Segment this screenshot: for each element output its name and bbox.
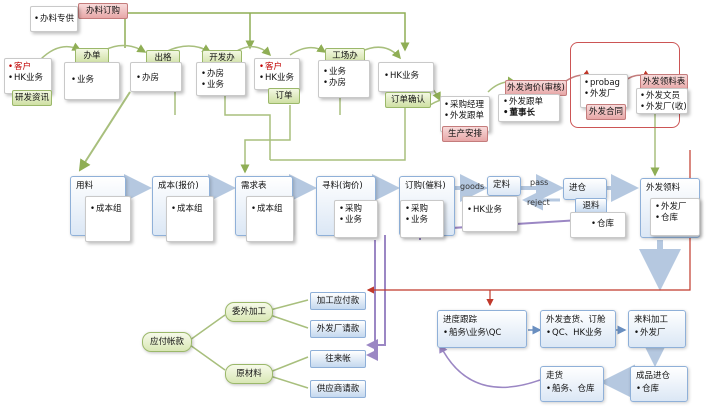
outsource-factory-item: 外发厂: [655, 202, 699, 213]
cost-group-item: 成本组: [90, 204, 130, 215]
chairman-item: 董事长: [503, 108, 559, 119]
order-purchase-note: 采购 业务: [400, 200, 444, 238]
office-supply-note: 办料专供: [30, 6, 78, 32]
cost-group-item: 成本组: [171, 204, 213, 215]
shipment-box[interactable]: 走货 船务、仓库: [540, 366, 604, 402]
production-plan-tag[interactable]: 生产安排: [442, 126, 488, 142]
materials-title: 用料: [76, 181, 94, 191]
outsource-processing-node[interactable]: 委外加工: [225, 302, 273, 322]
sourcing-title: 寻料(询价): [322, 181, 363, 191]
cost-quote-note: 成本组: [166, 196, 214, 242]
accounts-payable-node[interactable]: 应付帐款: [142, 332, 192, 352]
business-item: 业务: [339, 215, 377, 226]
outsource-clerk-item: 外发文员: [640, 91, 687, 102]
dev-info-tag[interactable]: 研发资讯: [12, 90, 52, 106]
outsource-followup-item: 外发跟单: [444, 111, 489, 122]
raw-material-node[interactable]: 原材料: [225, 364, 273, 384]
office-order-note: 业务: [64, 62, 120, 100]
goods-label: goods: [460, 182, 485, 191]
warehouse-in-title: 进仓: [569, 183, 587, 193]
current-account-tag[interactable]: 往来帐: [310, 350, 366, 368]
customer-item: 客户: [8, 62, 51, 73]
warehouse-item: 仓库: [655, 213, 699, 224]
outsource-check-title: 外发查货、订舱: [546, 315, 606, 325]
finished-in-title: 成品进仓: [636, 371, 671, 381]
office-item: 办房: [323, 78, 369, 89]
outsource-material-table-note: 外发文员 外发厂(收): [636, 88, 688, 114]
purchase-manager-item: 采购经理: [444, 100, 489, 111]
outsource-processing-label: 委外加工: [231, 307, 266, 317]
customer-note-a: 客户 HK业务: [4, 58, 52, 94]
incoming-process-title: 来料加工: [634, 315, 669, 325]
outsource-factory-recv-item: 外发厂(收): [640, 102, 687, 113]
accounts-payable-label: 应付帐款: [149, 337, 184, 347]
out-pattern-note: 办房: [130, 62, 182, 92]
outsource-contract-tag[interactable]: 外发合同: [586, 104, 626, 120]
hk-business-note: HK业务: [378, 62, 434, 92]
warehouse-item: 仓库: [591, 219, 625, 230]
outsource-check-sub: QC、HK业务: [546, 328, 615, 339]
pass-label: pass: [530, 178, 549, 187]
demand-table-note: 成本组: [246, 196, 294, 242]
raw-material-label: 原材料: [236, 369, 262, 379]
outsource-pick-note: 外发厂 仓库: [650, 198, 700, 236]
business-item: 业务: [201, 80, 245, 91]
probag-item: probag: [584, 78, 627, 89]
purchase-item: 采购: [339, 204, 377, 215]
office-item: 办房: [136, 73, 181, 84]
outsource-factory-item: 外发厂: [584, 89, 627, 100]
business-item: 业务: [323, 67, 369, 78]
customer-item: 客户: [259, 62, 299, 73]
shipment-title: 走货: [546, 371, 564, 381]
hk-business-item: HK业务: [259, 73, 299, 84]
sourcing-note: 采购 业务: [334, 200, 378, 238]
reject-label: reject: [527, 198, 550, 207]
fixed-material-title: 定料: [493, 180, 511, 190]
incoming-process-sub: 外发厂: [634, 328, 685, 339]
office-supply-item: 办料专供: [34, 14, 77, 25]
warehouse-in-note: 仓库: [570, 212, 626, 238]
outsource-pick-title: 外发领料: [646, 183, 681, 193]
outsource-followup-item: 外发跟单: [503, 97, 559, 108]
hk-business-item: HK业务: [384, 71, 433, 82]
business-item: 业务: [71, 75, 119, 86]
shipment-sub: 船务、仓库: [546, 384, 603, 395]
customer-note-b: 客户 HK业务: [254, 58, 300, 90]
outsource-check-box[interactable]: 外发查货、订舱 QC、HK业务: [540, 310, 616, 348]
outsource-factory-request-tag[interactable]: 外发厂请款: [310, 320, 366, 338]
progress-track-title: 进度跟踪: [443, 315, 478, 325]
fixed-material-box[interactable]: 定料: [487, 176, 521, 196]
finished-in-box[interactable]: 成品进仓 仓库: [630, 366, 688, 402]
order-tag[interactable]: 订单: [268, 88, 300, 104]
order-confirm-tag[interactable]: 订单确认: [385, 92, 431, 108]
cost-quote-title: 成本(报价): [158, 181, 199, 191]
hk-business-item: HK业务: [8, 73, 51, 84]
business-item: 业务: [405, 215, 443, 226]
demand-table-title: 需求表: [241, 181, 267, 191]
incoming-process-box[interactable]: 来料加工 外发厂: [628, 310, 686, 348]
purchase-item: 采购: [405, 204, 443, 215]
progress-track-sub: 船务\业务\QC: [443, 328, 526, 339]
supplier-request-tag[interactable]: 供应商请款: [310, 380, 366, 398]
order-purchase-title: 订购(催料): [405, 181, 446, 191]
procurement-request-tag[interactable]: 办料订购: [78, 3, 128, 19]
dev-office-note: 办房 业务: [196, 62, 246, 96]
outsource-inquiry-note: 外发跟单 董事长: [498, 94, 560, 122]
fixed-material-note: HK业务: [462, 196, 518, 232]
processing-payable-tag[interactable]: 加工应付款: [310, 292, 366, 310]
progress-track-box[interactable]: 进度跟踪 船务\业务\QC: [437, 310, 527, 348]
factory-office-note: 业务 办房: [318, 60, 370, 98]
materials-note: 成本组: [85, 196, 131, 242]
office-item: 办房: [201, 69, 245, 80]
probag-note: probag 外发厂: [580, 74, 628, 108]
cost-group-item: 成本组: [251, 204, 293, 215]
hk-business-item: HK业务: [467, 205, 517, 216]
finished-in-sub: 仓库: [636, 384, 687, 395]
warehouse-in-box[interactable]: 进仓: [563, 178, 607, 200]
